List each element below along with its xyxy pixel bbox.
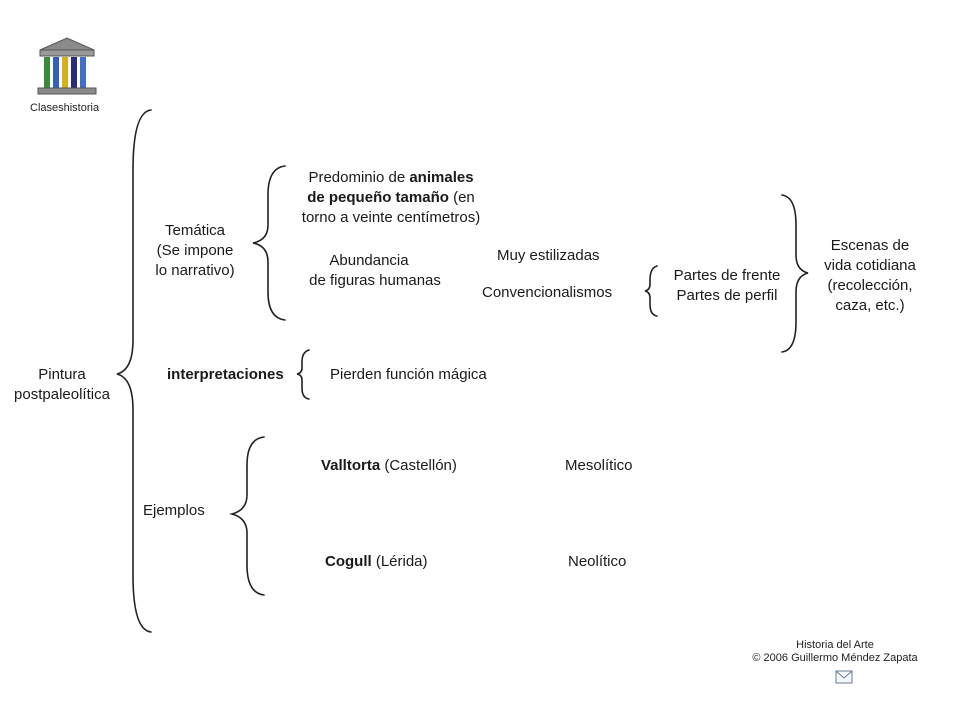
- root-line2: postpaleolítica: [14, 386, 110, 403]
- animales-l1: Predominio de: [308, 169, 410, 186]
- footer-copyright: © 2006 Guillermo Méndez Zapata: [752, 652, 918, 664]
- mail-icon[interactable]: [835, 670, 853, 684]
- escenas-line4: caza, etc.): [835, 297, 905, 314]
- brace-main: [116, 109, 152, 633]
- animales-l2: (en: [448, 189, 475, 206]
- valltorta-place: (Castellón): [380, 457, 457, 474]
- root-line1: Pintura: [38, 366, 86, 383]
- cogull-name: Cogull: [325, 553, 372, 570]
- tematica-line1: Temática: [164, 222, 226, 239]
- valltorta-name: Valltorta: [321, 457, 381, 474]
- brace-escenas: [781, 194, 809, 353]
- node-convencionalismos: Convencionalismos: [482, 284, 613, 301]
- partes-line2: Partes de perfil: [676, 287, 778, 304]
- brace-partes: [644, 265, 658, 317]
- node-tematica: Temática (Se impone lo narrativo): [140, 221, 250, 281]
- footer-credits: Historia del Arte © 2006 Guillermo Ménde…: [720, 639, 950, 665]
- node-partes: Partes de frente Partes de perfil: [662, 266, 792, 306]
- tematica-line3: lo narrativo): [155, 262, 235, 279]
- figuras-line2: de figuras humanas: [309, 272, 441, 289]
- node-ejemplos: Ejemplos: [143, 502, 205, 519]
- escenas-line3: (recolección,: [827, 277, 913, 294]
- partes-line1: Partes de frente: [673, 267, 781, 284]
- animales-l2-bold: de pequeño tamaño: [307, 189, 449, 206]
- node-funcion-magica: Pierden función mágica: [330, 366, 487, 383]
- tematica-line2: (Se impone: [156, 242, 234, 259]
- brace-tematica: [252, 165, 286, 321]
- escenas-line2: vida cotidiana: [824, 257, 916, 274]
- animales-l1-bold: animales: [409, 169, 474, 186]
- node-figuras-humanas: Abundancia de figuras humanas: [290, 251, 460, 291]
- node-pintura-postpaleolitica: Pintura postpaleolítica: [2, 365, 122, 405]
- temple-logo-icon: [37, 37, 97, 95]
- node-cogull: Cogull (Lérida): [325, 552, 428, 572]
- footer-subject: Historia del Arte: [796, 639, 874, 651]
- node-muy-estilizadas: Muy estilizadas: [497, 247, 600, 264]
- node-mesolitico: Mesolítico: [565, 457, 633, 474]
- node-interpretaciones: interpretaciones: [167, 366, 284, 383]
- node-neolitico: Neolítico: [568, 553, 627, 570]
- cogull-place: (Lérida): [371, 553, 428, 570]
- figuras-line1: Abundancia: [329, 252, 409, 269]
- node-animales: Predominio de animales de pequeño tamaño…: [276, 168, 506, 228]
- node-valltorta: Valltorta (Castellón): [321, 456, 457, 476]
- animales-l3: torno a veinte centímetros): [301, 209, 481, 226]
- node-escenas: Escenas de vida cotidiana (recolección, …: [810, 236, 930, 316]
- brace-interpretaciones: [296, 349, 310, 400]
- brace-ejemplos: [228, 436, 265, 596]
- site-name: Claseshistoria: [30, 102, 100, 114]
- escenas-line1: Escenas de: [830, 237, 910, 254]
